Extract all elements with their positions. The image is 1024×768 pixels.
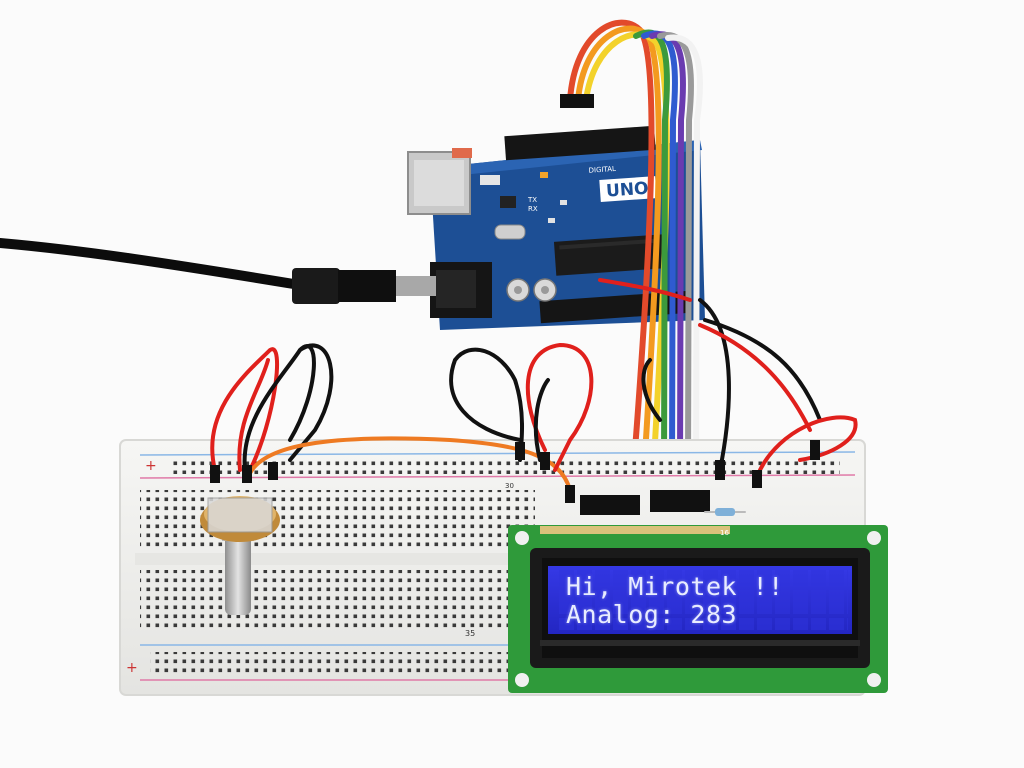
svg-text:+: +: [145, 458, 157, 474]
rainbow-ribbon-cable: [560, 19, 703, 498]
lcd-module: 16: [508, 525, 888, 693]
potentiometer: [200, 496, 280, 615]
arduino-board: UNO DIGITAL TX RX: [407, 125, 705, 330]
jumper-wires: [210, 278, 858, 516]
power-cable: [0, 238, 436, 304]
tx-label: TX: [527, 196, 537, 204]
row-number-top: 30: [505, 482, 514, 490]
rx-label: RX: [528, 205, 538, 213]
row-number-bottom: 35: [465, 629, 475, 638]
lcd-pin-16-label: 16: [720, 529, 729, 537]
lcd-line-2: Analog: 283: [566, 600, 738, 629]
svg-text:+: +: [126, 660, 138, 676]
digital-label: DIGITAL: [588, 165, 616, 175]
board-name-label: UNO: [605, 179, 649, 202]
lcd-line-1: Hi, Mirotek !!: [566, 572, 784, 601]
